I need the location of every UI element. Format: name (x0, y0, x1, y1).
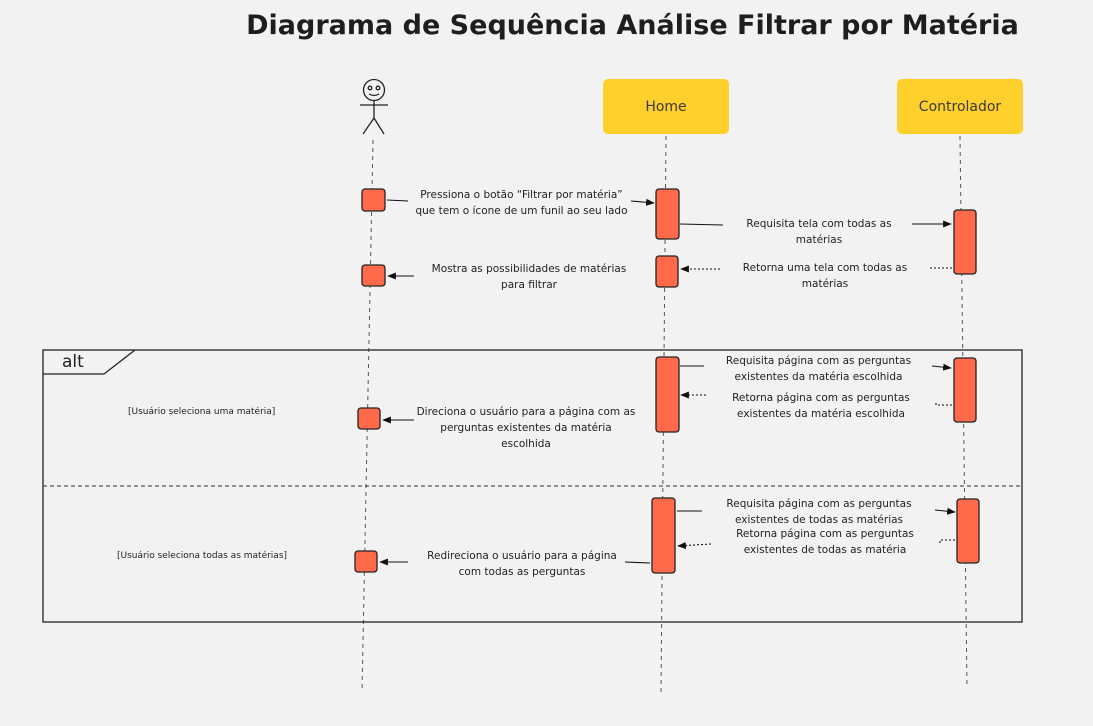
participant-home: Home (603, 79, 729, 134)
message-label-m2: Requisita tela com todas as matérias (746, 218, 892, 246)
message-label-m1: Pressiona o botão “Filtrar por matéria” … (415, 189, 628, 217)
participant-controlador: Controlador (897, 79, 1023, 134)
message-arrow-m5b (931, 363, 952, 371)
activation-home (655, 188, 680, 240)
activation-home (655, 356, 680, 433)
guard-condition-2: [Usuário seleciona todas as matérias] (117, 551, 288, 561)
message-label-m10: Redireciona o usuário para a página com … (427, 550, 617, 578)
alt-fragment-tab (43, 349, 136, 375)
activation-user (357, 407, 381, 430)
message-arrow-m10b (624, 561, 651, 564)
activation-controlador (953, 357, 977, 423)
diagram-title: Diagrama de Sequência Análise Filtrar po… (246, 10, 1019, 41)
user-actor-icon (360, 78, 388, 135)
message-label-m5: Requisita página com as perguntas existe… (725, 355, 912, 383)
activation-controlador (953, 209, 977, 275)
activation-user (361, 188, 386, 212)
participant-home-label: Home (645, 98, 687, 115)
message-label-m9: Retorna página com as perguntas existent… (736, 528, 914, 556)
message-label-m6: Retorna página com as perguntas existent… (732, 392, 910, 420)
message-arrow-m1 (386, 199, 409, 202)
message-arrow-m1b (630, 198, 655, 206)
message-label-m7: Direciona o usuário para a página com as… (416, 406, 636, 450)
guard-condition-1: [Usuário seleciona uma matéria] (128, 407, 276, 417)
message-label-m8: Requisita página com as perguntas existe… (726, 498, 912, 526)
message-label-m3: Retorna uma tela com todas as matérias (742, 262, 908, 290)
alt-fragment-label: alt (62, 352, 84, 372)
activation-user (354, 550, 378, 573)
activation-home (651, 497, 676, 574)
activation-controlador (956, 498, 980, 564)
message-label-m4: Mostra as possibilidades de matérias par… (431, 263, 627, 291)
message-arrow-m9 (677, 542, 712, 550)
message-arrow-m6b (935, 402, 952, 406)
activation-user (361, 264, 386, 287)
activation-home (655, 255, 679, 288)
message-arrow-m9b (939, 539, 955, 543)
message-arrow-m8b (934, 507, 956, 515)
message-arrow-m2 (679, 223, 724, 226)
participant-controlador-label: Controlador (918, 98, 1002, 115)
